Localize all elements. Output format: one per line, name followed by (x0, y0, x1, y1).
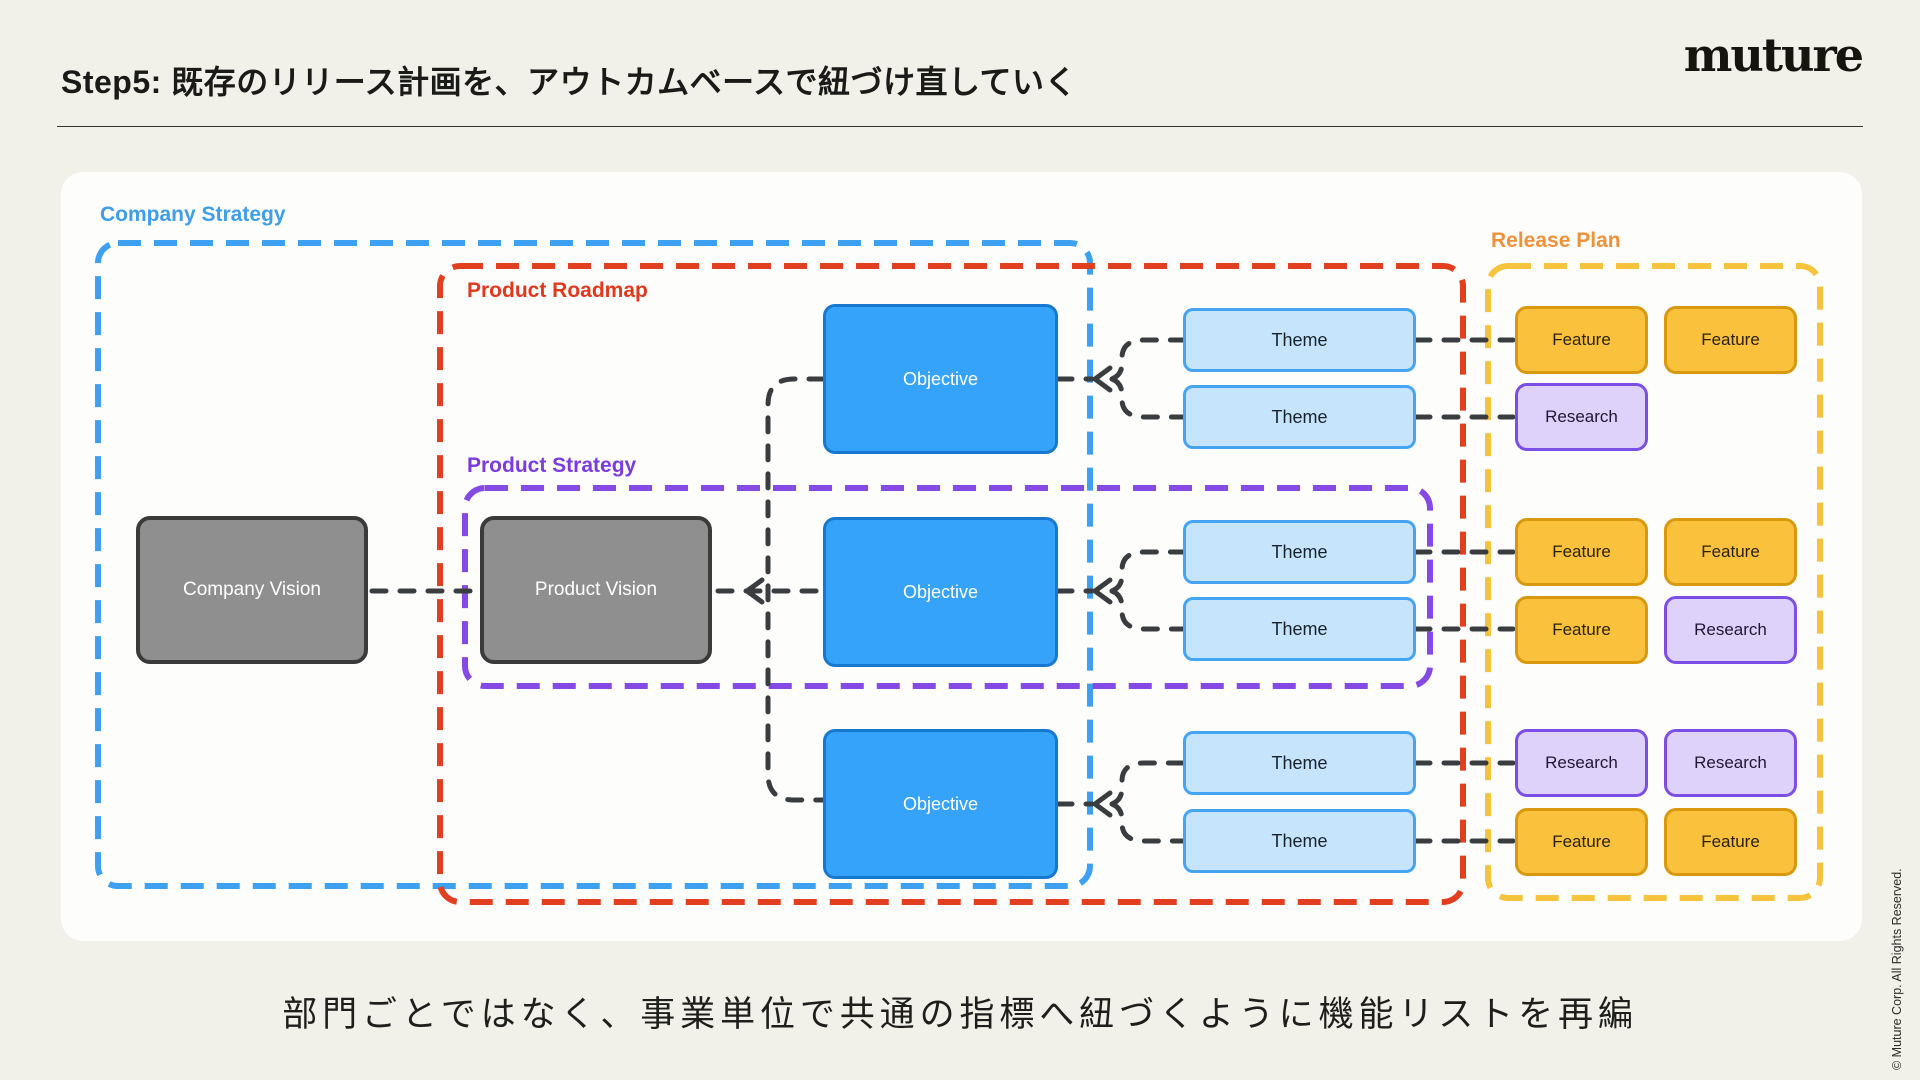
release-cell-research: Research (1515, 383, 1648, 451)
release-plan-frame (1485, 263, 1823, 901)
cell-label: Feature (1701, 542, 1760, 561)
cell-label: Research (1545, 407, 1618, 426)
cell-label: Feature (1552, 330, 1611, 349)
company-strategy-label: Company Strategy (100, 203, 286, 226)
cell-label: Feature (1701, 832, 1760, 851)
fork3-down (1109, 801, 1186, 844)
product-roadmap-label: Product Roadmap (467, 279, 648, 302)
fork1-up (1109, 337, 1186, 382)
cell-label: Research (1694, 753, 1767, 772)
release-cell-feature: Feature (1515, 596, 1648, 664)
product-vision-node: Product Vision (480, 516, 712, 664)
cell-label: Research (1694, 620, 1767, 639)
release-cell-feature: Feature (1664, 306, 1797, 374)
product-strategy-frame (462, 485, 1433, 689)
theme-label: Theme (1271, 618, 1328, 639)
release-cell-feature: Feature (1515, 518, 1648, 586)
objective-label: Objective (902, 581, 979, 602)
company-strategy-frame (95, 240, 1093, 889)
slide-caption: 部門ごとではなく、事業単位で共通の指標へ紐づくように機能リストを再編 (282, 995, 1638, 1034)
objective-node-3: Objective (823, 729, 1058, 879)
product-strategy-label: Product Strategy (467, 454, 637, 477)
cell-label: Research (1545, 753, 1618, 772)
header-divider (57, 126, 1863, 127)
theme-node-5: Theme (1183, 731, 1416, 795)
release-cell-feature: Feature (1664, 808, 1797, 876)
theme-node-6: Theme (1183, 809, 1416, 873)
objective-label: Objective (902, 368, 979, 389)
product-roadmap-frame (437, 263, 1466, 905)
arrowhead-objective1 (1092, 365, 1113, 393)
theme-label: Theme (1271, 830, 1328, 851)
theme-label: Theme (1271, 752, 1328, 773)
theme-node-2: Theme (1183, 385, 1416, 449)
cell-label: Feature (1552, 832, 1611, 851)
release-cell-research: Research (1664, 729, 1797, 797)
release-cell-feature: Feature (1515, 306, 1648, 374)
release-cell-research: Research (1664, 596, 1797, 664)
theme-node-4: Theme (1183, 597, 1416, 661)
company-vision-label: Company Vision (182, 579, 321, 600)
objective-bracket (765, 376, 826, 803)
release-cell-research: Research (1515, 729, 1648, 797)
cell-label: Feature (1552, 620, 1611, 639)
objective-label: Objective (902, 793, 979, 814)
objective-node-2: Objective (823, 517, 1058, 667)
cell-label: Feature (1552, 542, 1611, 561)
fork2-down (1109, 588, 1186, 632)
release-cell-feature: Feature (1664, 518, 1797, 586)
fork3-up (1109, 760, 1186, 807)
product-vision-label: Product Vision (534, 579, 658, 600)
theme-label: Theme (1271, 329, 1328, 350)
arrowhead-productvision (744, 577, 765, 605)
theme-label: Theme (1271, 541, 1328, 562)
fork2-up (1109, 549, 1186, 594)
theme-node-1: Theme (1183, 308, 1416, 372)
theme-node-3: Theme (1183, 520, 1416, 584)
objective-node-1: Objective (823, 304, 1058, 454)
theme-label: Theme (1271, 406, 1328, 427)
page-title: Step5: 既存のリリース計画を、アウトカムベースで紐づけ直していく (61, 64, 1078, 101)
copyright-text: © Muture Corp. All Rights Reserved. (1890, 868, 1904, 1070)
company-vision-node: Company Vision (136, 516, 368, 664)
fork1-down (1109, 376, 1186, 420)
release-cell-feature: Feature (1515, 808, 1648, 876)
release-plan-label: Release Plan (1491, 229, 1621, 252)
arrowhead-objective2 (1092, 577, 1113, 605)
cell-label: Feature (1701, 330, 1760, 349)
muture-logo: muture (1683, 28, 1864, 82)
arrowhead-objective3 (1092, 790, 1113, 818)
